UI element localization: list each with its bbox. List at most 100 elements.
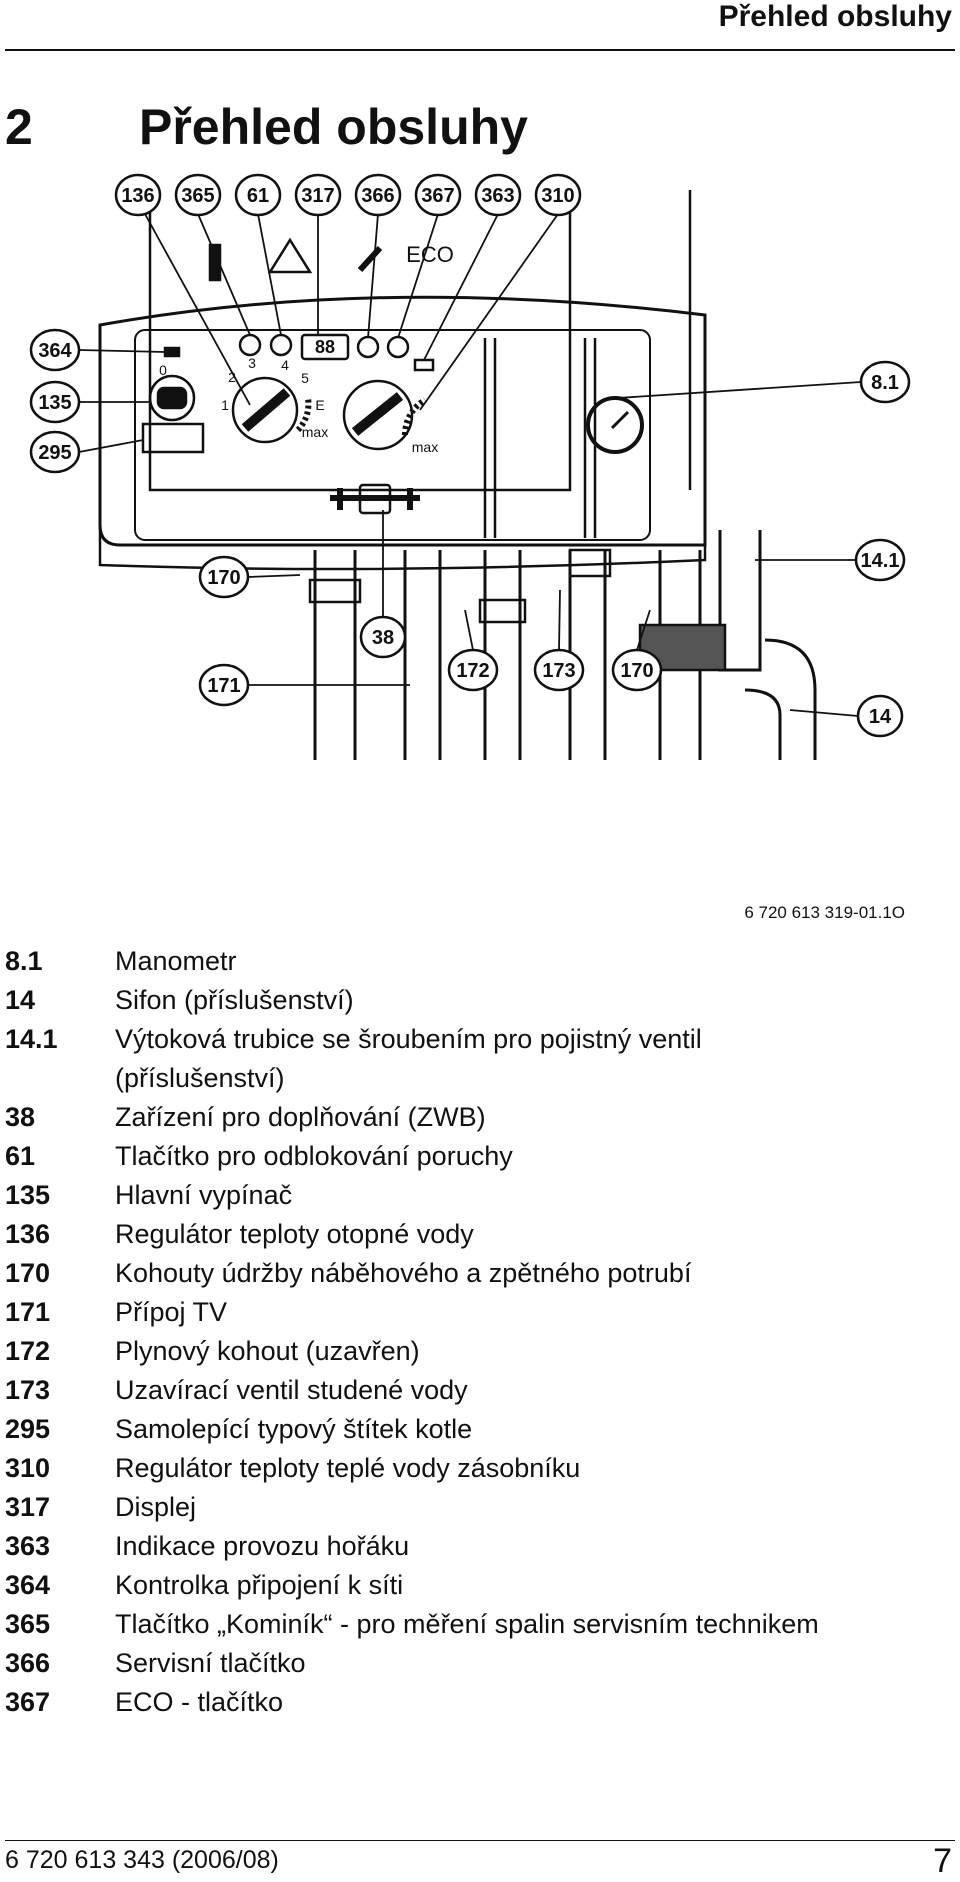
legend-key: 365 bbox=[5, 1609, 51, 1639]
legend-key: 170 bbox=[5, 1258, 51, 1288]
legend-item: 170 Kohouty údržby náběhového a zpětného … bbox=[5, 1254, 955, 1293]
legend-key: 14.1 bbox=[5, 1024, 58, 1054]
legend-text: Přípoj TV bbox=[115, 1297, 228, 1327]
legend-item: (příslušenství) bbox=[5, 1059, 955, 1098]
legend-item: 171 Přípoj TV bbox=[5, 1293, 955, 1332]
rating-plate bbox=[141, 422, 205, 454]
legend-text: Tlačítko „Kominík“ - pro měření spalin s… bbox=[115, 1609, 819, 1639]
legend-key: 310 bbox=[5, 1453, 51, 1483]
legend-item: 173 Uzavírací ventil studené vody bbox=[5, 1371, 955, 1410]
callout-171: 171 bbox=[207, 675, 240, 697]
legend-key: 61 bbox=[5, 1141, 36, 1171]
legend-text: Kontrolka připojení k síti bbox=[115, 1570, 404, 1600]
power-lamp bbox=[163, 346, 181, 358]
callout-172: 172 bbox=[456, 660, 489, 682]
callout-363: 363 bbox=[481, 185, 514, 207]
dial-5: 5 bbox=[301, 370, 309, 386]
warning-icon bbox=[267, 237, 313, 274]
callout-135: 135 bbox=[38, 392, 71, 414]
legend-item: 38 Zařízení pro doplňování (ZWB) bbox=[5, 1098, 955, 1137]
legend-text: Hlavní vypínač bbox=[115, 1180, 293, 1210]
legend-text: (příslušenství) bbox=[115, 1063, 285, 1093]
boiler-diagram: 136 365 61 317 366 367 363 310 364 135 2… bbox=[0, 170, 960, 940]
dial-3: 3 bbox=[248, 355, 256, 371]
callout-317: 317 bbox=[301, 185, 334, 207]
chapter-title: Přehled obsluhy bbox=[139, 99, 528, 155]
legend-text: Kohouty údržby náběhového a zpětného pot… bbox=[115, 1258, 692, 1288]
callout-170-right: 170 bbox=[620, 660, 653, 682]
document-code: 6 720 613 343 (2006/08) bbox=[5, 1846, 279, 1874]
legend-text: Indikace provozu hořáku bbox=[115, 1531, 410, 1561]
legend-text: Výtoková trubice se šroubením pro pojist… bbox=[115, 1024, 702, 1054]
callout-136: 136 bbox=[121, 185, 154, 207]
callout-14: 14 bbox=[869, 706, 892, 728]
legend-key: 173 bbox=[5, 1375, 51, 1405]
control-panel bbox=[98, 295, 707, 547]
callout-38: 38 bbox=[372, 627, 394, 649]
callout-364: 364 bbox=[38, 340, 72, 362]
legend-item: 310 Regulátor teploty teplé vody zásobník… bbox=[5, 1449, 955, 1488]
manometer bbox=[586, 396, 644, 454]
legend-text: Sifon (příslušenství) bbox=[115, 985, 354, 1015]
legend-text: Displej bbox=[115, 1492, 197, 1522]
legend-key: 364 bbox=[5, 1570, 51, 1600]
callout-8-1: 8.1 bbox=[871, 372, 899, 394]
legend-key: 38 bbox=[5, 1102, 36, 1132]
switch-zero: 0 bbox=[159, 362, 167, 378]
wrench-icon bbox=[357, 245, 383, 273]
legend-text: Regulátor teploty otopné vody bbox=[115, 1219, 474, 1249]
legend-text: Zařízení pro doplňování (ZWB) bbox=[115, 1102, 486, 1132]
legend-text: Regulátor teploty teplé vody zásobníku bbox=[115, 1453, 581, 1483]
callout-14-1: 14.1 bbox=[861, 550, 900, 572]
callout-366: 366 bbox=[361, 185, 394, 207]
legend-key: 8.1 bbox=[5, 946, 43, 976]
main-switch bbox=[148, 374, 196, 422]
legend-text: ECO - tlačítko bbox=[115, 1687, 284, 1717]
callout-310: 310 bbox=[541, 185, 574, 207]
eco-label: ECO bbox=[406, 242, 454, 267]
legend-key: 171 bbox=[5, 1297, 51, 1327]
callout-170-left: 170 bbox=[207, 567, 240, 589]
legend-item: 317 Displej bbox=[5, 1488, 955, 1527]
chapter-number: 2 bbox=[5, 99, 33, 155]
figure-code: 6 720 613 319-01.1O bbox=[744, 903, 905, 922]
legend-key: 172 bbox=[5, 1336, 51, 1366]
dial-1: 1 bbox=[221, 397, 229, 413]
legend-text: Uzavírací ventil studené vody bbox=[115, 1375, 468, 1405]
legend-key: 317 bbox=[5, 1492, 51, 1522]
running-header-title: Přehled obsluhy bbox=[718, 0, 952, 33]
legend-item: 135 Hlavní vypínač bbox=[5, 1176, 955, 1215]
callout-295: 295 bbox=[38, 442, 71, 464]
footer-rule bbox=[5, 1840, 955, 1841]
chapter-heading: 2 Přehled obsluhy bbox=[5, 98, 528, 156]
heating-dial bbox=[231, 376, 299, 444]
dial-2: 2 bbox=[228, 369, 236, 385]
chimney-icon bbox=[208, 243, 222, 282]
display-digits: 88 bbox=[315, 337, 335, 357]
dhw-dial bbox=[342, 379, 414, 451]
callout-173: 173 bbox=[542, 660, 575, 682]
callout-367: 367 bbox=[421, 185, 454, 207]
display bbox=[300, 333, 350, 361]
legend-item: 364 Kontrolka připojení k síti bbox=[5, 1566, 955, 1605]
legend-item: 365 Tlačítko „Kominík“ - pro měření spali… bbox=[5, 1605, 955, 1644]
legend-key: 135 bbox=[5, 1180, 51, 1210]
dial-max-left: max bbox=[302, 424, 328, 440]
legend-item: 14.1 Výtoková trubice se šroubením pro po… bbox=[5, 1020, 955, 1059]
callout-365: 365 bbox=[181, 185, 214, 207]
dial-e: E bbox=[315, 397, 324, 413]
legend-key: 295 bbox=[5, 1414, 51, 1444]
dial-max-right: max bbox=[412, 439, 438, 455]
header-rule bbox=[5, 49, 955, 51]
legend-text: Tlačítko pro odblokování poruchy bbox=[115, 1141, 513, 1171]
legend-item: 61 Tlačítko pro odblokování poruchy bbox=[5, 1137, 955, 1176]
page-number: 7 bbox=[933, 1842, 952, 1880]
legend-key: 366 bbox=[5, 1648, 51, 1678]
legend-key bbox=[5, 1059, 115, 1098]
